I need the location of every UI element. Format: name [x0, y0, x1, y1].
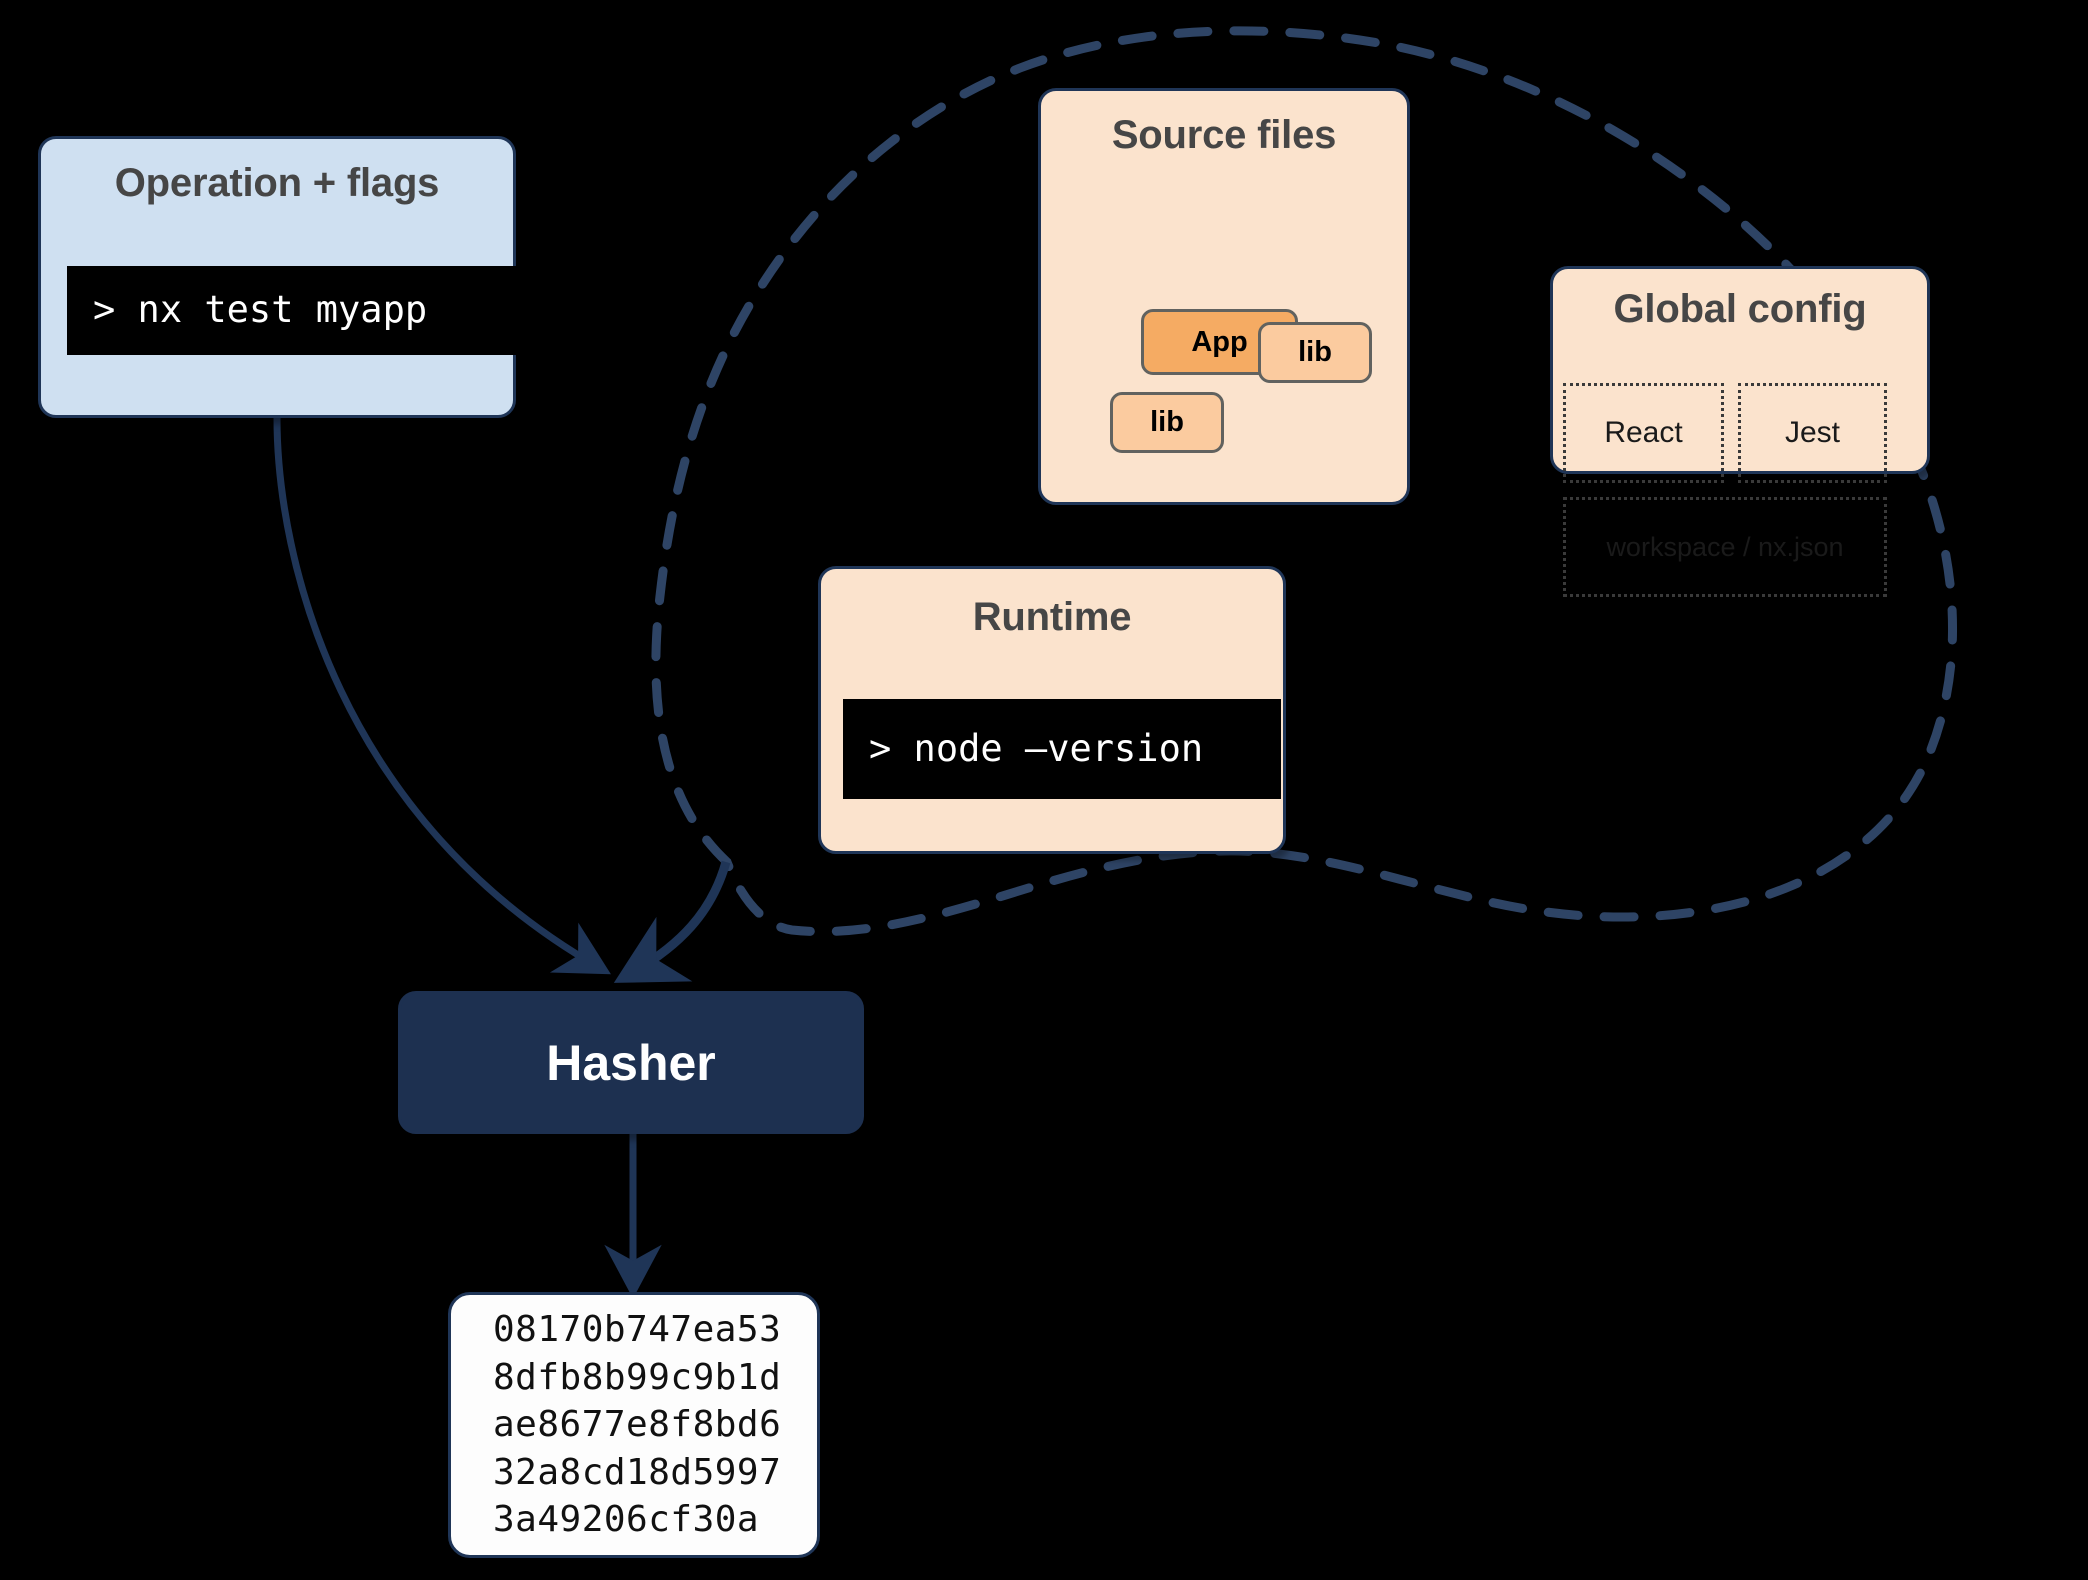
global-config-title: Global config: [1613, 287, 1867, 331]
hash-line: 08170b747ea53: [493, 1309, 782, 1351]
hash-line: ae8677e8f8bd6: [493, 1404, 782, 1446]
source-files-title: Source files: [1111, 113, 1337, 157]
edge-inputs-to-hasher: [613, 860, 731, 983]
global-config-cell-jest: Jest: [1738, 383, 1887, 483]
runtime-title: Runtime: [972, 595, 1132, 639]
runtime-node: Runtime > node –version: [818, 566, 1286, 854]
edge-operation-to-hasher: [273, 417, 611, 975]
runtime-terminal: > node –version: [843, 699, 1281, 799]
source-node-lib-right: lib: [1258, 322, 1372, 383]
operation-flags-title: Operation + flags: [114, 161, 440, 205]
global-config-node: Global config: [1550, 266, 1930, 474]
source-node-lib-left: lib: [1110, 392, 1224, 453]
hash-line: 32a8cd18d5997: [493, 1451, 782, 1493]
hasher-label: Hasher: [546, 1034, 716, 1091]
hash-output-node: 08170b747ea53 8dfb8b99c9b1d ae8677e8f8bd…: [448, 1292, 820, 1558]
hash-line: 3a49206cf30a: [493, 1499, 760, 1541]
hasher-node: Hasher: [398, 991, 864, 1134]
operation-flags-node: Operation + flags > nx test myapp: [38, 136, 519, 418]
global-config-cell-workspace: workspace / nx.json: [1563, 497, 1887, 597]
hash-line: 8dfb8b99c9b1d: [493, 1356, 782, 1398]
operation-terminal: > nx test myapp: [67, 266, 519, 355]
source-files-node: Source files App: [1038, 88, 1410, 505]
global-config-cell-react: React: [1563, 383, 1724, 483]
